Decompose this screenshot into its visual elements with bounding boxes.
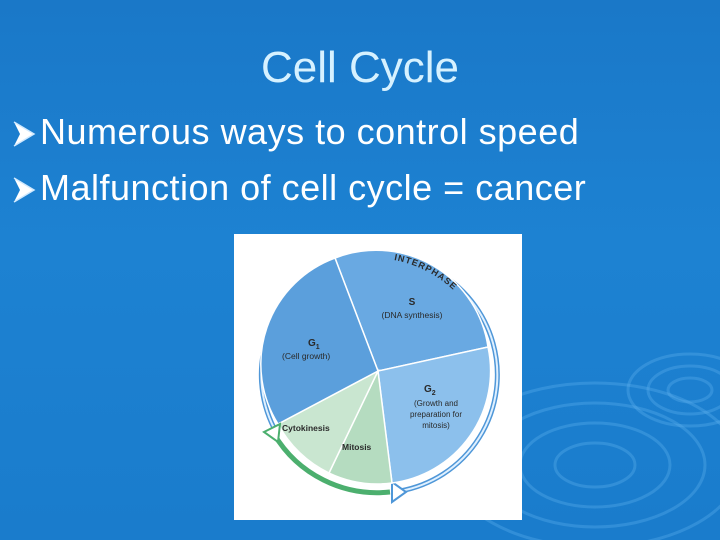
cell-cycle-diagram: INTERPHASE S (DNA synthesis) G1 (Cell gr… <box>234 234 522 520</box>
slide-title: Cell Cycle <box>0 42 720 94</box>
g1-phase-desc: (Cell growth) <box>282 351 330 361</box>
bullet-item: Malfunction of cell cycle = cancer <box>10 166 586 210</box>
mitosis-label: Mitosis <box>342 442 372 452</box>
arrow-bullet-icon <box>10 119 38 149</box>
bullet-text: Numerous ways to control speed <box>40 111 579 152</box>
bullet-text: Malfunction of cell cycle = cancer <box>40 167 586 208</box>
arrow-bullet-icon <box>10 175 38 205</box>
g2-phase-desc-line: preparation for <box>410 410 462 419</box>
cytokinesis-label: Cytokinesis <box>282 423 330 433</box>
g2-phase-desc-line: mitosis) <box>422 421 450 430</box>
s-phase-desc: (DNA synthesis) <box>382 310 443 320</box>
bullet-item: Numerous ways to control speed <box>10 110 579 154</box>
g2-phase-desc-line: (Growth and <box>414 399 458 408</box>
interphase-arrowhead <box>392 482 406 502</box>
s-phase-name: S <box>409 297 416 308</box>
